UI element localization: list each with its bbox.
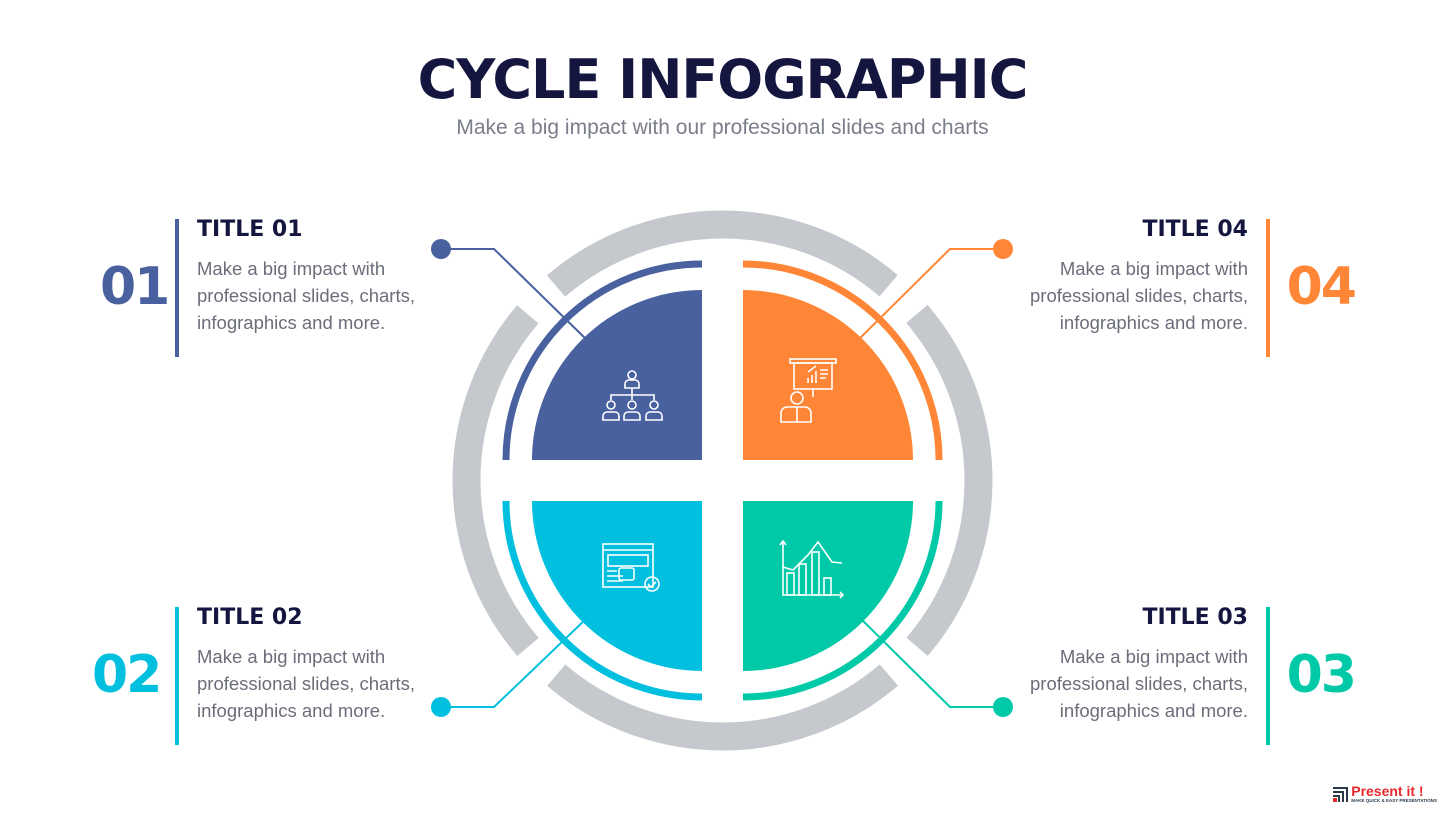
arc-01: [502, 260, 703, 461]
step-title: TITLE 02: [197, 605, 303, 630]
org-chart-icon: [602, 370, 663, 421]
connector-dot-03: [993, 697, 1013, 717]
quadrant-02: [532, 501, 702, 671]
connector-03: [857, 615, 1003, 708]
step-number: 01: [100, 257, 170, 317]
web-settings-icon: [602, 543, 660, 592]
connector-dot-02: [431, 697, 451, 717]
step-divider: [1266, 219, 1270, 357]
arc-02: [502, 500, 703, 701]
step-text: Make a big impact with professional slid…: [1030, 258, 1248, 333]
arc-04: [742, 260, 943, 461]
outer-ring: [452, 210, 993, 751]
logo-tagline: MAKE QUICK & EASY PRESENTATIONS: [1351, 798, 1437, 803]
quadrant-01: [532, 290, 702, 460]
quadrant-04: [743, 290, 913, 460]
connector-dot-01: [431, 239, 451, 259]
page-subtitle: Make a big impact with our professional …: [456, 116, 989, 139]
bar-chart-icon: [779, 539, 845, 599]
step-title: TITLE 03: [1142, 605, 1248, 630]
logo-mark-icon: [1333, 786, 1349, 802]
step-text: Make a big impact with professional slid…: [197, 258, 415, 333]
step-divider: [175, 607, 179, 745]
step-divider: [1266, 607, 1270, 745]
step-number: 02: [92, 645, 162, 705]
connector-02: [441, 616, 589, 708]
logo-name: Present it !: [1351, 783, 1424, 799]
connector-01: [441, 248, 591, 344]
page-title: CYCLE INFOGRAPHIC: [417, 48, 1029, 111]
step-text: Make a big impact with professional slid…: [1030, 646, 1248, 721]
brand-logo: Present it ! MAKE QUICK & EASY PRESENTAT…: [1332, 784, 1437, 803]
presentation-icon: [780, 358, 837, 423]
step-text: Make a big impact with professional slid…: [197, 646, 415, 721]
step-title: TITLE 01: [197, 217, 303, 242]
step-title: TITLE 04: [1142, 217, 1248, 242]
step-number: 04: [1286, 257, 1357, 317]
connector-dot-04: [993, 239, 1013, 259]
step-divider: [175, 219, 179, 357]
step-number: 03: [1286, 645, 1357, 705]
arc-03: [742, 500, 943, 701]
connector-04: [854, 248, 1003, 344]
